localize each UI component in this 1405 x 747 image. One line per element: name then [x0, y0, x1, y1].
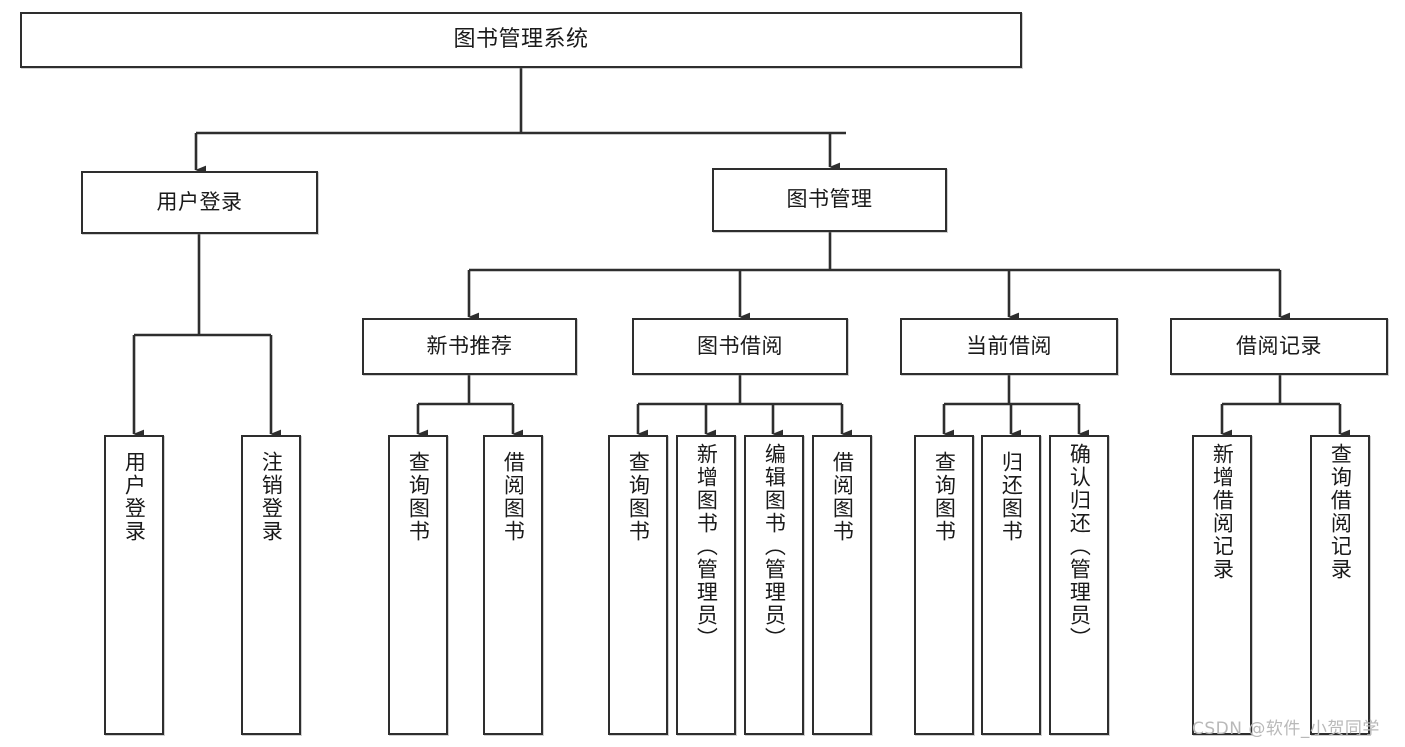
node-new-book-rec-label: 新书推荐 — [426, 333, 513, 358]
node-leaf-query-book-2-label: 查询图书 — [626, 451, 651, 543]
node-book-borrow[interactable]: 图书借阅 — [632, 318, 848, 375]
node-leaf-return-book-label: 归还图书 — [999, 451, 1024, 543]
node-user-login-label: 用户登录 — [156, 189, 243, 214]
node-borrow-record-label: 借阅记录 — [1236, 333, 1322, 358]
node-leaf-borrow-book-1-label: 借阅图书 — [501, 451, 526, 543]
csdn-watermark: CSDN @软件_小贺同学 — [1192, 719, 1380, 739]
node-leaf-add-record-label: 新增借阅记录 — [1210, 443, 1235, 581]
node-leaf-add-book-label: 新增图书（管理员） — [694, 443, 719, 650]
node-leaf-query-book-3-label: 查询图书 — [932, 451, 957, 543]
node-leaf-user-login[interactable]: 用户登录 — [104, 435, 164, 735]
node-leaf-return-book[interactable]: 归还图书 — [981, 435, 1041, 735]
node-leaf-query-book-3[interactable]: 查询图书 — [914, 435, 974, 735]
node-leaf-borrow-book-1[interactable]: 借阅图书 — [483, 435, 543, 735]
node-user-login[interactable]: 用户登录 — [81, 171, 318, 234]
node-leaf-borrow-book-2[interactable]: 借阅图书 — [812, 435, 872, 735]
node-current-borrow[interactable]: 当前借阅 — [900, 318, 1118, 375]
node-current-borrow-label: 当前借阅 — [966, 333, 1052, 358]
node-leaf-edit-book[interactable]: 编辑图书（管理员） — [744, 435, 804, 735]
node-leaf-confirm-return-label: 确认归还（管理员） — [1067, 443, 1092, 650]
node-leaf-edit-book-label: 编辑图书（管理员） — [762, 443, 787, 650]
node-root[interactable]: 图书管理系统 — [20, 12, 1022, 68]
node-leaf-query-record-label: 查询借阅记录 — [1328, 443, 1353, 581]
node-leaf-query-book-1-label: 查询图书 — [406, 451, 431, 543]
node-new-book-rec[interactable]: 新书推荐 — [362, 318, 577, 375]
node-leaf-add-book[interactable]: 新增图书（管理员） — [676, 435, 736, 735]
node-book-borrow-label: 图书借阅 — [697, 333, 783, 358]
node-leaf-logout[interactable]: 注销登录 — [241, 435, 301, 735]
node-book-manage-label: 图书管理 — [786, 187, 873, 212]
node-root-label: 图书管理系统 — [453, 26, 589, 52]
node-leaf-add-record[interactable]: 新增借阅记录 — [1192, 435, 1252, 735]
node-leaf-user-login-label: 用户登录 — [122, 451, 147, 543]
node-leaf-borrow-book-2-label: 借阅图书 — [830, 451, 855, 543]
node-leaf-query-book-1[interactable]: 查询图书 — [388, 435, 448, 735]
node-leaf-logout-label: 注销登录 — [259, 451, 284, 543]
node-leaf-confirm-return[interactable]: 确认归还（管理员） — [1049, 435, 1109, 735]
node-book-manage[interactable]: 图书管理 — [712, 168, 947, 232]
node-borrow-record[interactable]: 借阅记录 — [1170, 318, 1388, 375]
node-leaf-query-record[interactable]: 查询借阅记录 — [1310, 435, 1370, 735]
node-leaf-query-book-2[interactable]: 查询图书 — [608, 435, 668, 735]
